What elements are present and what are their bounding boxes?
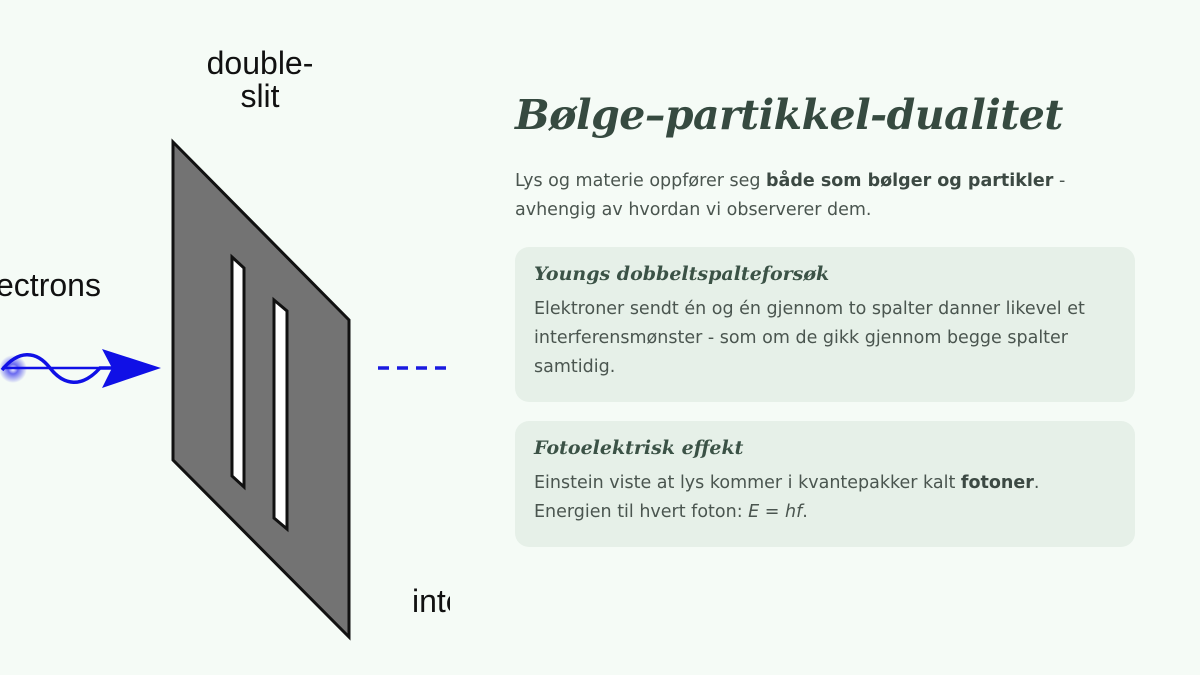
photoelectric-text-after: . [802, 502, 808, 523]
card-title-youngs: Youngs dobbeltspalteforsøk [534, 263, 830, 286]
wave-arrow-head-icon [102, 349, 161, 388]
content-panel: Bølge–partikkel-dualitet Lys og materie … [515, 91, 1135, 566]
card-title-photoelectric: Fotoelektrisk effekt [534, 437, 744, 460]
photoelectric-text-bold: fotoner [960, 473, 1034, 494]
photoelectric-text-before: Einstein viste at lys kommer i kvantepak… [534, 473, 961, 494]
intro-text-before: Lys og materie oppfører seg [515, 171, 767, 192]
card-body-youngs: Elektroner sendt én og én gjennom to spa… [534, 299, 1085, 378]
double-slit-diagram: double- slit ectrons inte [0, 0, 450, 675]
double-slit-label-line1: double- [207, 45, 314, 81]
intro-text-bold: både som bølger og partikler [766, 171, 1054, 192]
slit-opening-1 [230, 253, 246, 491]
double-slit-label-line2: slit [240, 78, 279, 114]
intro-paragraph: Lys og materie oppfører seg både som bøl… [515, 167, 1135, 225]
card-youngs-experiment: Youngs dobbeltspalteforsøk Elektroner se… [515, 247, 1135, 403]
slit-opening-2 [272, 296, 289, 533]
interference-label: inte [412, 583, 450, 619]
diagram-canvas: double- slit ectrons inte [0, 45, 450, 641]
page-title: Bølge–partikkel-dualitet [515, 91, 1063, 139]
slit-plate [171, 138, 351, 641]
card-body-photoelectric: Einstein viste at lys kommer i kvantepak… [534, 469, 1115, 527]
photon-energy-formula: E = hf [748, 502, 803, 523]
card-photoelectric-effect: Fotoelektrisk effekt Einstein viste at l… [515, 421, 1135, 548]
intro-text-after: - avhengig av hvordan vi observerer dem. [515, 171, 1066, 221]
electrons-label: ectrons [0, 267, 101, 303]
photoelectric-text-middle: . Energien til hvert foton: [534, 473, 1040, 523]
